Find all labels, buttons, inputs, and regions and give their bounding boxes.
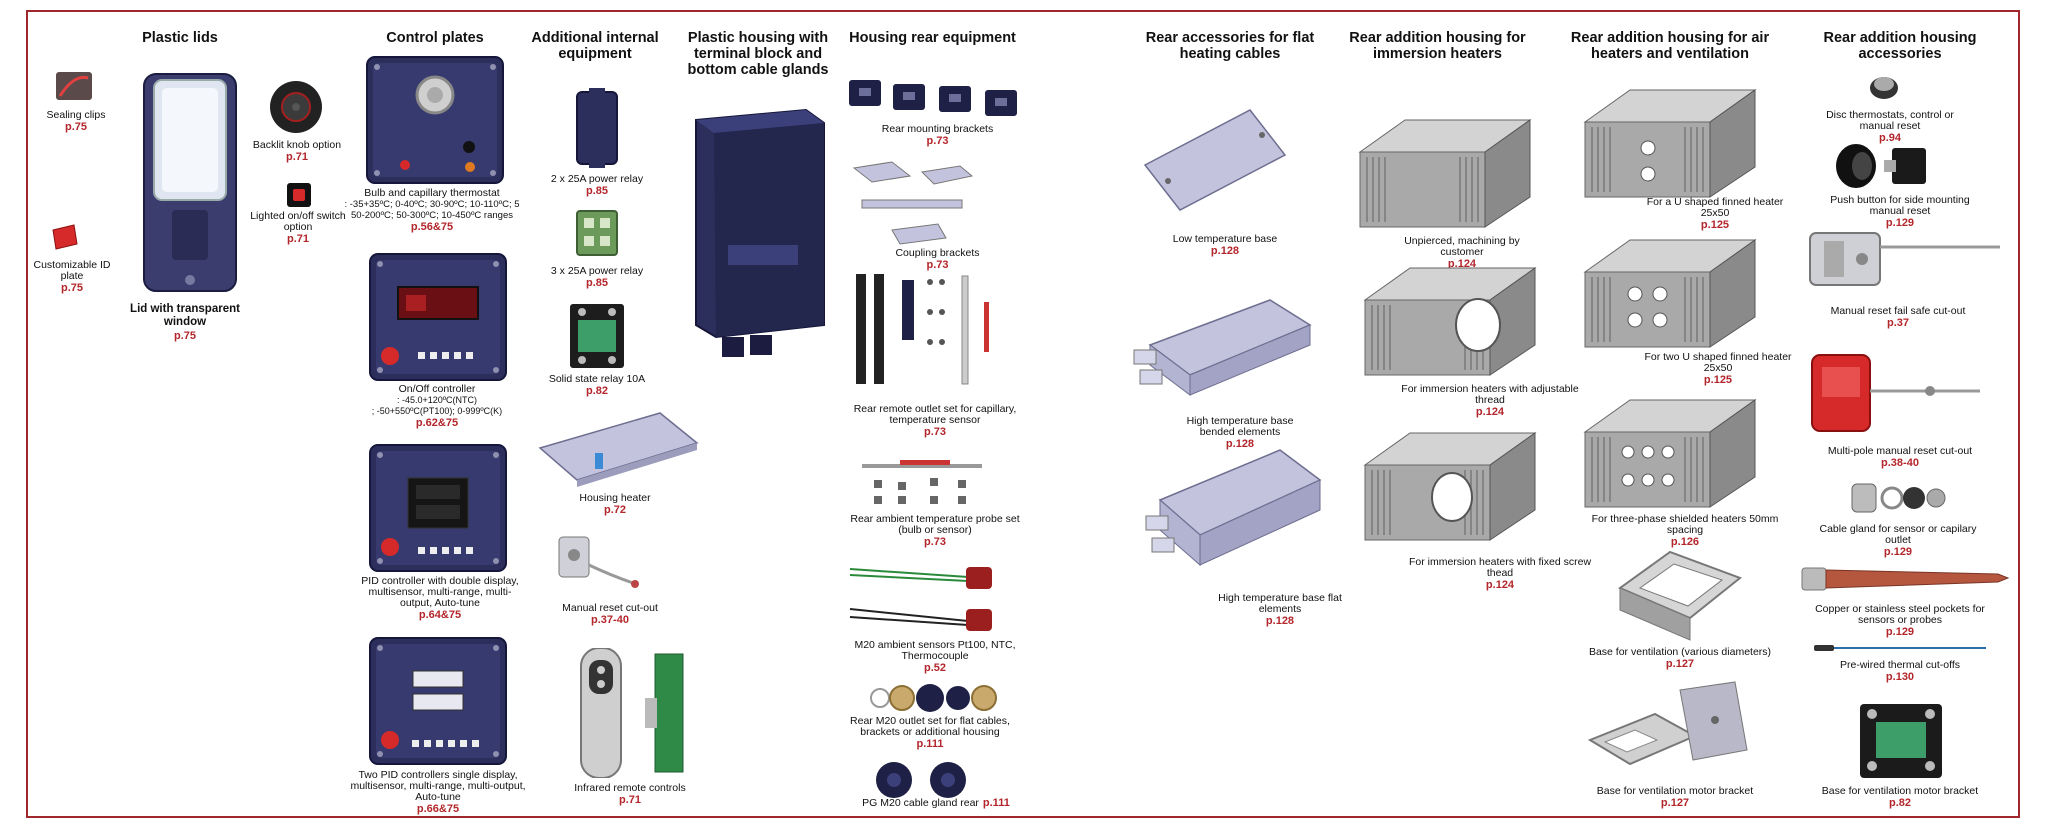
pg-m20-image xyxy=(868,760,978,800)
two-pid-image xyxy=(368,636,508,766)
coupling-image xyxy=(852,158,982,248)
high-bended-image xyxy=(1130,290,1320,405)
bulb-thermostat-image xyxy=(365,55,505,185)
unpierced-image xyxy=(1355,112,1535,232)
failsafe-image xyxy=(1800,225,2010,291)
heading-rear-air: Rear addition housing for air heaters an… xyxy=(1570,30,1770,62)
heading-plastic-lids: Plastic lids xyxy=(142,30,218,46)
remote-outlet-image xyxy=(852,272,1012,392)
plastic-housing-image xyxy=(688,105,828,360)
onoff-controller-image xyxy=(368,252,508,382)
housing-heater-image xyxy=(535,408,700,488)
vent-base-caption: Base for ventilation (various diameters)… xyxy=(1588,646,1772,670)
vent-base-image xyxy=(1610,548,1750,644)
ssr-image xyxy=(568,302,626,370)
cable-gland-image xyxy=(1848,478,1948,518)
adj-thread-caption: For immersion heaters with adjustable th… xyxy=(1401,383,1579,418)
disc-thermo-caption: Disc thermostats, control or manual rese… xyxy=(1826,109,1954,144)
two-u-finned-image xyxy=(1580,232,1760,352)
low-temp-base-image xyxy=(1140,105,1290,215)
rear-mounting-image xyxy=(847,76,1025,122)
cable-gland-caption: Cable gland for sensor or capilary outle… xyxy=(1819,523,1977,558)
heading-plastic-housing: Plastic housing with terminal block and … xyxy=(687,30,829,78)
heading-rear-flat: Rear accessories for flat heating cables xyxy=(1145,30,1315,62)
pockets-caption: Copper or stainless steel pockets for se… xyxy=(1815,603,1985,638)
heading-rear-immersion: Rear addition housing for immersion heat… xyxy=(1349,30,1526,62)
relay-3x25-image xyxy=(574,208,620,258)
three-phase-image xyxy=(1580,392,1760,512)
pockets-image xyxy=(1798,560,2010,596)
relay-2x25-image xyxy=(573,86,621,170)
fixed-thread-image xyxy=(1360,425,1540,545)
ambient-probe-image xyxy=(860,458,990,510)
ambient-probe-caption: Rear ambient temperature probe set (bulb… xyxy=(850,513,1020,548)
manual-reset-image xyxy=(555,535,645,595)
adj-thread-image xyxy=(1360,260,1540,380)
m20-sensors-image xyxy=(848,565,1003,635)
lighted-switch-image xyxy=(286,182,312,208)
ir-remote-image xyxy=(573,648,703,778)
m20-sensors-caption: M20 ambient sensors Pt100, NTC, Thermoco… xyxy=(854,639,1016,674)
heading-rear-accessories: Rear addition housing accessories xyxy=(1823,30,1977,62)
onoff-controller-caption: On/Off controller : -45.0+120ºC(NTC) ; -… xyxy=(371,383,503,429)
high-flat-image xyxy=(1140,440,1330,585)
fixed-thread-caption: For immersion heaters with fixed screw t… xyxy=(1408,556,1592,591)
heading-housing-rear: Housing rear equipment xyxy=(849,30,1016,46)
m20-outlet-image xyxy=(868,681,998,715)
u-finned-image xyxy=(1580,82,1760,202)
three-phase-caption: For three-phase shielded heaters 50mm sp… xyxy=(1591,513,1779,548)
pid-double-caption: PID controller with double display, mult… xyxy=(361,575,519,621)
m20-outlet-caption: Rear M20 outlet set for flat cables, bra… xyxy=(850,715,1010,750)
disc-thermo-image xyxy=(1866,70,1902,102)
push-button-caption: Push button for side mounting manual res… xyxy=(1830,194,1970,229)
catalog-frame xyxy=(26,10,2020,818)
remote-outlet-caption: Rear remote outlet set for capillary, te… xyxy=(853,403,1017,438)
acc-motor-image xyxy=(1856,700,1946,782)
two-pid-caption: Two PID controllers single display, mult… xyxy=(350,769,526,815)
prewired-image xyxy=(1810,640,1990,656)
sealing-clips-image xyxy=(54,70,94,102)
heading-additional-internal: Additional internal equipment xyxy=(531,30,659,62)
bulb-thermostat-caption: Bulb and capillary thermostat : -35+35ºC… xyxy=(344,187,520,233)
push-button-image xyxy=(1832,140,1932,192)
vent-motor-image xyxy=(1585,680,1760,780)
multipole-image xyxy=(1800,345,1990,441)
backlit-knob-image xyxy=(268,78,324,136)
heading-control-plates: Control plates xyxy=(386,30,484,46)
id-plate-image xyxy=(50,222,80,252)
pid-double-image xyxy=(368,443,508,573)
lid-window-image xyxy=(140,70,240,295)
